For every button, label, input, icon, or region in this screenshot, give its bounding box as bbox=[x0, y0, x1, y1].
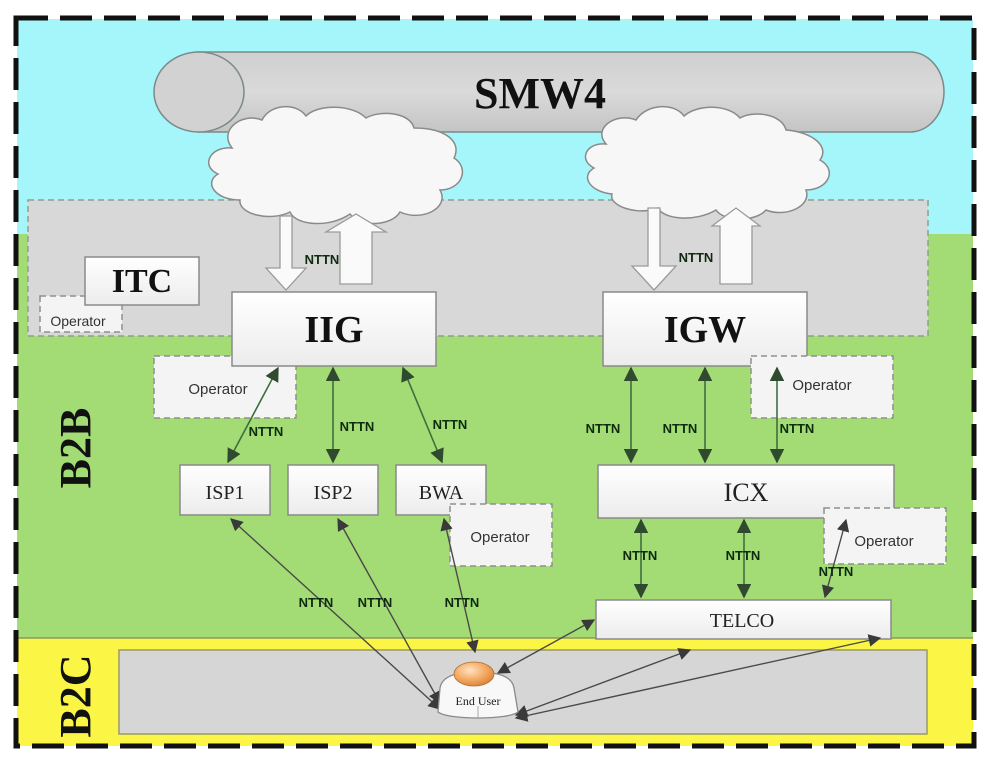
nttn-label-iig-isp2: NTTN bbox=[340, 419, 375, 434]
nttn-label-igw-icx-1: NTTN bbox=[586, 421, 621, 436]
nttn-label-icx-telco-3: NTTN bbox=[819, 564, 854, 579]
nttn-label-igw-uplink: NTTN bbox=[679, 250, 714, 265]
nttn-label-isp2-enduser: NTTN bbox=[358, 595, 393, 610]
link-iig-isp1 bbox=[227, 366, 279, 464]
operator-label-itc: Operator bbox=[50, 313, 106, 329]
nttn-label-iig-bwa: NTTN bbox=[433, 417, 468, 432]
nttn-label-igw-icx-2: NTTN bbox=[663, 421, 698, 436]
itc-label: ITC bbox=[112, 263, 172, 300]
nttn-label-icx-telco-2: NTTN bbox=[726, 548, 761, 563]
igw-label: IGW bbox=[664, 309, 746, 351]
end-user-label: End User bbox=[456, 694, 501, 708]
iig-uplink-arrows bbox=[264, 213, 389, 291]
icx-label: ICX bbox=[724, 478, 769, 507]
nttn-label-icx-telco-1: NTTN bbox=[623, 548, 658, 563]
nttn-label-igw-icx-3: NTTN bbox=[780, 421, 815, 436]
telco-label: TELCO bbox=[710, 610, 774, 632]
b2b-label: B2B bbox=[51, 408, 100, 489]
link-iig-bwa bbox=[401, 366, 444, 464]
link-telco-enduser-3 bbox=[514, 634, 882, 722]
operator-label-icx: Operator bbox=[854, 533, 913, 550]
node-igw bbox=[602, 291, 808, 367]
nttn-label-bwa-enduser: NTTN bbox=[445, 595, 480, 610]
iig-label: IIG bbox=[304, 309, 363, 351]
b2c-band bbox=[118, 649, 928, 735]
node-iig bbox=[231, 291, 437, 367]
node-bwa bbox=[395, 464, 487, 516]
bwa-label: BWA bbox=[419, 482, 464, 504]
link-icx-telco-3 bbox=[821, 518, 850, 599]
link-isp2-enduser bbox=[337, 517, 441, 705]
b2c-label: B2C bbox=[51, 654, 100, 737]
smw4-backbone: SMW4 bbox=[153, 51, 945, 133]
igw-uplink-arrows bbox=[630, 207, 762, 291]
end-user-icon bbox=[437, 661, 519, 719]
node-isp1 bbox=[179, 464, 271, 516]
node-itc bbox=[84, 256, 200, 306]
operator-label-iig: Operator bbox=[188, 381, 247, 398]
outer-dashed-frame bbox=[13, 15, 977, 749]
nttn-label-iig-uplink: NTTN bbox=[305, 252, 340, 267]
node-isp2 bbox=[287, 464, 379, 516]
cloud-right bbox=[584, 105, 831, 220]
isp1-label: ISP1 bbox=[206, 482, 245, 504]
operator-label-igw: Operator bbox=[792, 377, 851, 394]
node-telco bbox=[595, 599, 892, 640]
smw4-label: SMW4 bbox=[474, 69, 606, 118]
nttn-label-isp1-enduser: NTTN bbox=[299, 595, 334, 610]
nttn-label-iig-isp1: NTTN bbox=[249, 424, 284, 439]
isp2-label: ISP2 bbox=[314, 482, 353, 504]
operator-label-bwa: Operator bbox=[470, 529, 529, 546]
link-bwa-enduser bbox=[440, 517, 479, 654]
cloud-left bbox=[207, 106, 464, 225]
